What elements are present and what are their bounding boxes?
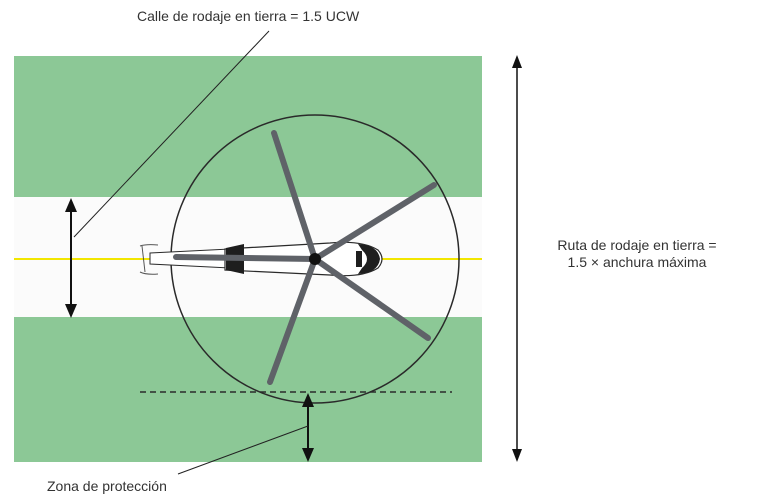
protection-zone-label: Zona de protección xyxy=(47,478,167,494)
taxiway-width-arrow xyxy=(65,198,77,318)
rotor-blade-down xyxy=(267,256,318,385)
cockpit-seat xyxy=(356,251,362,267)
protection-zone-arrow xyxy=(302,393,314,462)
rotor-blade-right-up xyxy=(312,182,437,262)
rotor-hub xyxy=(309,253,321,265)
cockpit-window xyxy=(358,244,380,274)
rotor-blade-up xyxy=(271,130,318,262)
grass-strip-bottom xyxy=(14,317,482,462)
ground-taxi-route-label-line2: 1.5 × anchura máxima xyxy=(567,254,707,270)
ground-taxi-route-label-line1: Ruta de rodaje en tierra = xyxy=(557,237,717,253)
ground-taxiway-label: Calle de rodaje en tierra = 1.5 UCW xyxy=(137,8,360,24)
ground-taxi-route-label: Ruta de rodaje en tierra = 1.5 × anchura… xyxy=(522,237,752,271)
rotor-blade-left xyxy=(173,254,318,262)
tail-rotor xyxy=(139,244,159,275)
grass-strip-top xyxy=(14,56,482,197)
leader-line-ground-taxiway xyxy=(73,30,270,238)
leader-line-protection-zone xyxy=(177,425,309,475)
taxi-route-width-arrow xyxy=(512,55,522,462)
rotor-blade-right-down xyxy=(312,256,431,341)
helicopter-icon xyxy=(139,130,437,385)
